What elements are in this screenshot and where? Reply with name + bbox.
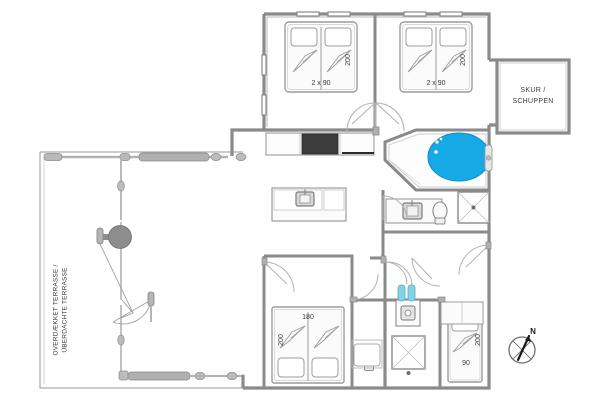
shower-cabin-2 (391, 335, 426, 375)
windows (261, 11, 463, 116)
compass-rose: N (508, 327, 536, 364)
bedroom-4-width-label: 90 (462, 360, 470, 367)
terrace-label-line1: OVERDÆKKET TERRASSE / (53, 264, 60, 355)
bedroom-2: 2 x 90 200 (399, 21, 473, 93)
washing-machine-icon (395, 299, 421, 327)
whirlpool-bathroom (383, 128, 493, 192)
kitchen-counter (265, 132, 375, 156)
terrace-area: OVERDÆKKET TERRASSE / ÜBERDACHTE TERRASS… (39, 151, 247, 389)
entry-double-doors (346, 102, 405, 136)
terrace-label: OVERDÆKKET TERRASSE / ÜBERDACHTE TERRASS… (53, 264, 69, 355)
shed: SKUR / SCHUPPEN (489, 58, 571, 135)
terrace-label-line2: ÜBERDACHTE TERRASSE (61, 267, 69, 353)
bathroom-1 (382, 191, 490, 225)
bedroom-1: 2 x 90 200 (284, 21, 358, 93)
stove-icon (301, 133, 339, 155)
terrace-door-swings (98, 241, 155, 325)
bedroom-1-length-label: 200 (345, 54, 352, 66)
bedroom-1-width-label: 2 x 90 (311, 80, 330, 87)
bedroom-3: 180 200 (271, 306, 345, 384)
bedroom-2-width-label: 2 x 90 (426, 80, 445, 87)
shed-label-line2: SCHUPPEN (512, 98, 553, 105)
bedroom-3-width-label: 180 (302, 314, 314, 321)
corridor-fixtures (353, 301, 484, 367)
terrace-railing-top (43, 152, 247, 162)
toilet-icon (432, 201, 448, 225)
hallway-door-swings (387, 244, 490, 287)
bedroom-2-length-label: 200 (460, 54, 467, 66)
whirlpool-tub (427, 132, 491, 182)
bedroom-3-length-label: 200 (278, 334, 285, 346)
bedroom-4-length-label: 200 (475, 334, 482, 346)
kitchen-island (271, 187, 347, 222)
shower-cabin-1 (457, 191, 490, 224)
compass-north-label: N (530, 327, 536, 336)
decor-plants (397, 284, 416, 302)
door-jambs (261, 241, 492, 303)
terrace-railing-bottom (118, 370, 243, 381)
shed-label-line1: SKUR / (520, 87, 545, 94)
